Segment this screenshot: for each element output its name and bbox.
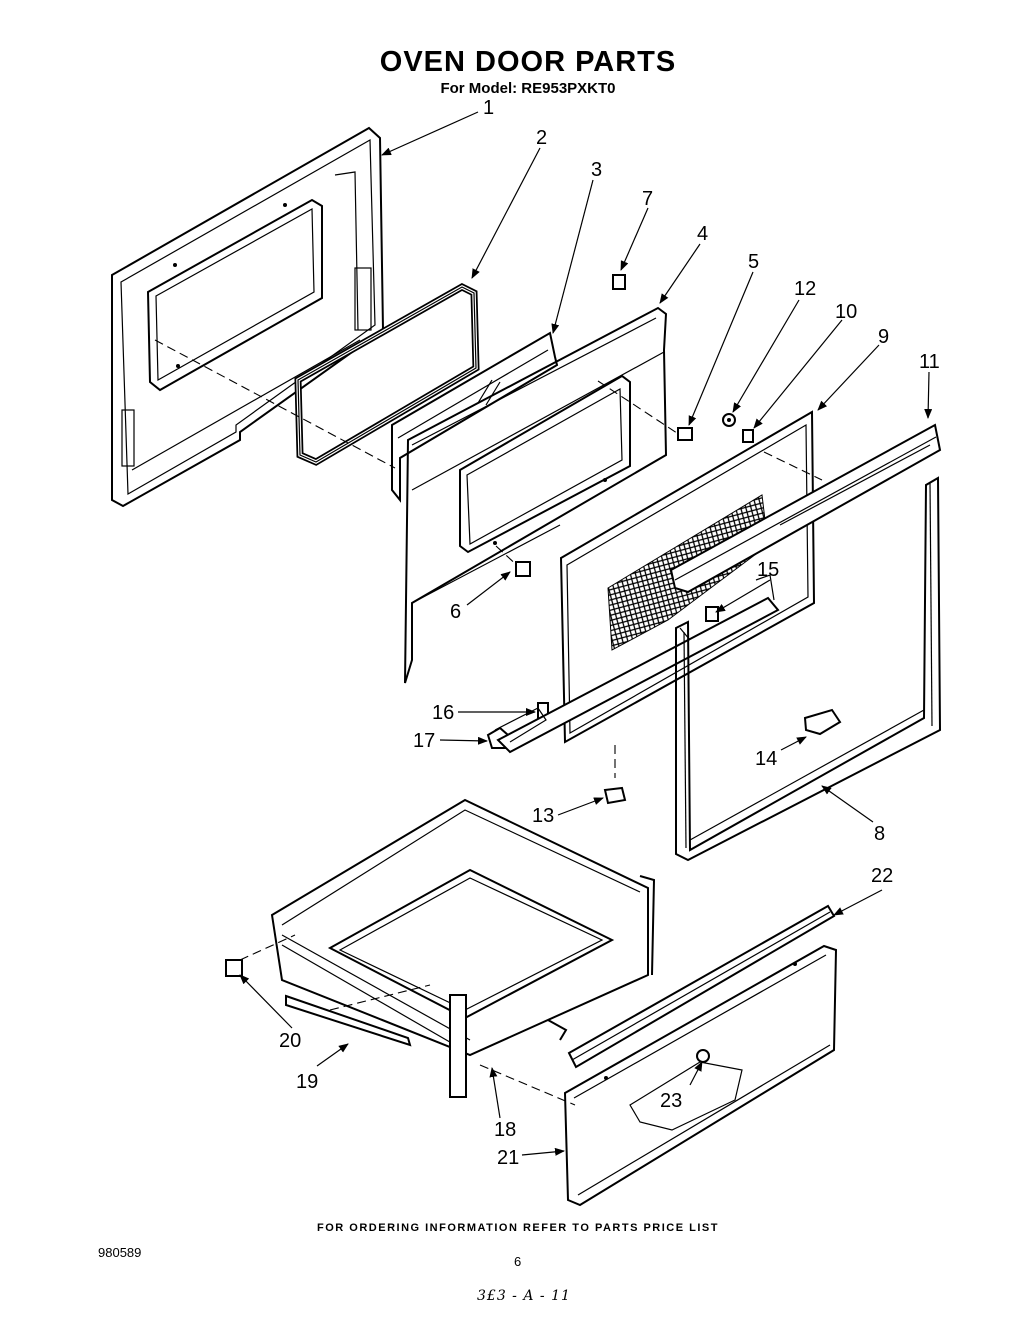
callout-18: 18 bbox=[494, 1119, 516, 1141]
page-number: 6 bbox=[514, 1254, 522, 1269]
document-number: 980589 bbox=[98, 1245, 142, 1260]
callout-9: 9 bbox=[878, 326, 889, 348]
callout-19: 19 bbox=[296, 1071, 318, 1093]
leader-lines bbox=[239, 111, 933, 1156]
small-hardware bbox=[225, 274, 842, 977]
callout-20: 20 bbox=[279, 1030, 301, 1052]
callout-labels: 1 2 3 7 4 5 12 10 9 11 6 15 16 17 14 13 … bbox=[279, 97, 940, 1169]
outer-door-panel bbox=[111, 126, 385, 508]
handwritten-note: 3£3 - A - 11 bbox=[477, 1288, 571, 1304]
door-glass bbox=[391, 331, 559, 503]
callout-1: 1 bbox=[483, 97, 494, 119]
callout-12: 12 bbox=[794, 278, 816, 300]
callout-10: 10 bbox=[835, 301, 857, 323]
handle-bracket-assembly bbox=[494, 574, 780, 754]
callout-21: 21 bbox=[497, 1147, 519, 1169]
window-gasket bbox=[294, 283, 480, 466]
ordering-info-footer: FOR ORDERING INFORMATION REFER TO PARTS … bbox=[317, 1222, 719, 1234]
callout-14: 14 bbox=[755, 748, 777, 770]
callout-6: 6 bbox=[450, 601, 461, 623]
top-trim-bar bbox=[669, 423, 942, 594]
page-title: OVEN DOOR PARTS bbox=[379, 46, 677, 78]
callout-8: 8 bbox=[874, 823, 885, 845]
callout-22: 22 bbox=[871, 865, 893, 887]
callout-3: 3 bbox=[591, 159, 602, 181]
door-frame bbox=[675, 476, 942, 862]
callout-16: 16 bbox=[432, 702, 454, 724]
callout-2: 2 bbox=[536, 127, 547, 149]
drawer-trim-bar bbox=[567, 904, 836, 1069]
callout-15: 15 bbox=[757, 559, 779, 581]
storage-drawer bbox=[270, 798, 656, 1098]
callout-17: 17 bbox=[413, 730, 435, 752]
callout-11: 11 bbox=[919, 351, 940, 373]
callout-13: 13 bbox=[532, 805, 554, 827]
callout-4: 4 bbox=[697, 223, 708, 245]
callout-7: 7 bbox=[642, 188, 653, 210]
model-subtitle: For Model: RE953PXKT0 bbox=[440, 80, 616, 97]
callout-5: 5 bbox=[748, 251, 759, 273]
callout-23: 23 bbox=[660, 1090, 682, 1112]
inner-door-panel bbox=[404, 306, 668, 684]
